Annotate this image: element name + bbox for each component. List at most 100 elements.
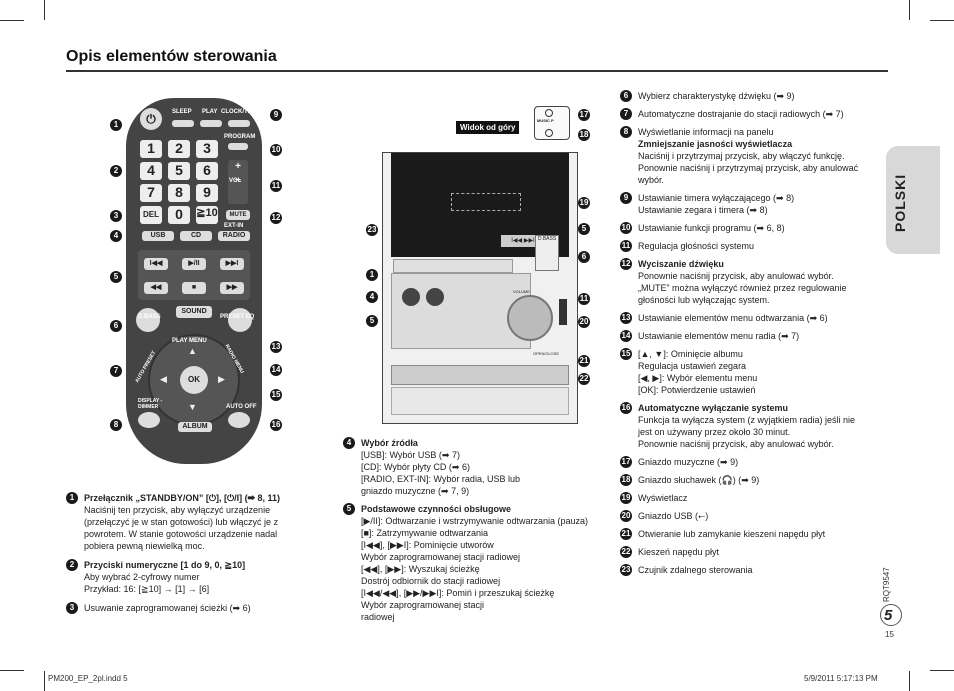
entry-line: Wyświetlanie informacji na panelu bbox=[638, 127, 774, 137]
page-title: Opis elementów sterowania bbox=[66, 48, 277, 65]
left-arrow-icon: ◀ bbox=[160, 374, 167, 384]
entry-line: [◀◀], [▶▶]: Wyszukaj ścieżkę bbox=[361, 564, 480, 574]
rewind-button: ◀◀ bbox=[144, 282, 168, 294]
entry-line: Ustawianie zegara i timera (➡ 8) bbox=[638, 205, 768, 215]
entry-number: 5 bbox=[343, 503, 355, 515]
entry-line: [◀, ▶]: Wybór elementu menu bbox=[638, 373, 758, 383]
key-10plus: ≧10 bbox=[196, 206, 218, 224]
entry-number: 17 bbox=[620, 456, 632, 468]
entry-number: 22 bbox=[620, 546, 632, 558]
nav-ring: OK ▲ ▼ ◀ ▶ bbox=[148, 334, 240, 426]
volume-knob bbox=[507, 295, 553, 341]
sleep-button bbox=[172, 120, 194, 127]
program-button bbox=[228, 143, 248, 150]
callout-10: 10 bbox=[270, 143, 282, 156]
entry-line: Przyciski numeryczne [1 do 9, 0, ≧10] bbox=[84, 560, 246, 570]
crop-mark bbox=[930, 20, 954, 21]
entry-number: 12 bbox=[620, 258, 632, 270]
page-number-small: 15 bbox=[885, 630, 894, 639]
entry-line: gniazdo muzyczne (➡ 7, 9) bbox=[361, 486, 470, 496]
entry-line: Kieszeń napędu płyt bbox=[638, 547, 720, 557]
crop-mark bbox=[930, 670, 954, 671]
key-7: 7 bbox=[140, 184, 162, 202]
entry-number: 6 bbox=[620, 90, 632, 102]
entry-line: jest on używany przez około 30 minut. bbox=[638, 427, 791, 437]
entry-line: Ustawianie timera wyłączającego (➡ 8) bbox=[638, 193, 795, 203]
footer-right: 5/9/2011 5:17:13 PM bbox=[804, 674, 878, 683]
vol-label: VOL bbox=[229, 178, 242, 184]
callout-15: 15 bbox=[270, 388, 282, 401]
del-key: DEL bbox=[140, 206, 162, 224]
callout-11: 11 bbox=[270, 179, 282, 192]
entry-number: 8 bbox=[620, 126, 632, 138]
key-8: 8 bbox=[168, 184, 190, 202]
callout-17: 17 bbox=[578, 108, 590, 121]
callout-11b: 11 bbox=[578, 292, 590, 305]
entry-line: Wybór źródła bbox=[361, 438, 418, 448]
entry-number: 16 bbox=[620, 402, 632, 414]
clock-timer-button bbox=[228, 120, 250, 127]
callout-14: 14 bbox=[270, 363, 282, 376]
auto-off-button bbox=[228, 412, 250, 428]
cd-button: CD bbox=[180, 231, 212, 241]
entry-line: Wyświetlacz bbox=[638, 493, 688, 503]
entry-line: Ponownie naciśnij przycisk, aby anulować… bbox=[638, 439, 834, 449]
entry-number: 21 bbox=[620, 528, 632, 540]
entry-line: Otwieranie lub zamykanie kieszeni napędu… bbox=[638, 529, 826, 539]
callout-5: 5 bbox=[110, 268, 122, 286]
key-3: 3 bbox=[196, 140, 218, 158]
page-number: 5 bbox=[884, 607, 893, 624]
unit-bottom bbox=[391, 387, 569, 415]
entry-line: Automatyczne dostrajanie do stacji radio… bbox=[638, 109, 844, 119]
entry-line: Przykład: 16: [≧10] → [1] → [6] bbox=[84, 584, 210, 594]
right-arrow-icon: ▶ bbox=[218, 374, 225, 384]
top-jack-panel: MUSIC P bbox=[534, 106, 570, 140]
crop-mark bbox=[0, 20, 24, 21]
callout-2: 2 bbox=[110, 162, 122, 180]
headphone-jack-icon bbox=[545, 129, 553, 137]
callout-9: 9 bbox=[270, 106, 282, 124]
entry-line: [▶/II]: Odtwarzanie i wstrzymywanie odtw… bbox=[361, 516, 589, 526]
transport-panel: I◀◀ ▶/II ▶▶I ◀◀ ■ ▶▶ bbox=[138, 250, 250, 300]
skip-buttons: I◀◀ ▶▶I bbox=[501, 235, 545, 247]
music-jack-icon bbox=[545, 109, 553, 117]
entry-line: Gniazdo USB (⭠) bbox=[638, 511, 709, 521]
key-6: 6 bbox=[196, 162, 218, 180]
entry-number: 13 bbox=[620, 312, 632, 324]
entry-number: 4 bbox=[343, 437, 355, 449]
forward-button: ▶▶ bbox=[220, 282, 244, 294]
unit-source-buttons bbox=[393, 259, 513, 273]
footer-left: PM200_EP_2pl.indd 5 bbox=[48, 674, 128, 683]
entry-line: Przełącznik „STANDBY/ON” [⏻], [⏻/I] (➡ 8… bbox=[84, 493, 281, 503]
callout-18: 18 bbox=[578, 128, 590, 141]
entry-number: 1 bbox=[66, 492, 78, 504]
play-button bbox=[200, 120, 222, 127]
entry-line: [I◀◀], [▶▶I]: Pominięcie utworów bbox=[361, 540, 494, 550]
callout-5b: 5 bbox=[578, 220, 590, 238]
entry-line: Dostrój odbiornik do stacji radiowej bbox=[361, 576, 501, 586]
entry-line: [CD]: Wybór płyty CD (➡ 6) bbox=[361, 462, 470, 472]
disc-tray bbox=[391, 365, 569, 385]
callout-5c: 5 bbox=[366, 312, 378, 330]
entry-line: Zmniejszanie jasności wyświetlacza bbox=[638, 139, 793, 149]
top-view-label: Widok od góry bbox=[456, 121, 520, 134]
callout-4: 4 bbox=[110, 227, 122, 245]
crop-mark bbox=[44, 671, 45, 691]
unit-dbass-button: D.BASS bbox=[535, 235, 559, 271]
entry-line: [OK]: Potwierdzenie ustawień bbox=[638, 385, 756, 395]
preset-eq-label: PRESET EQ bbox=[220, 314, 255, 320]
entry-line: Naciśnij i przytrzymaj przycisk, aby włą… bbox=[638, 151, 845, 161]
callout-13: 13 bbox=[270, 340, 282, 353]
entry-line: Ponownie naciśnij i przytrzymaj przycisk… bbox=[638, 163, 859, 173]
key-0: 0 bbox=[168, 206, 190, 224]
callout-1: 1 bbox=[110, 116, 122, 134]
entry-line: Automatyczne wyłączanie systemu bbox=[638, 403, 789, 413]
entry-line: Wybór zaprogramowanej stacji bbox=[361, 600, 484, 610]
unit-button-left bbox=[402, 288, 420, 306]
entry-number: 10 bbox=[620, 222, 632, 234]
up-arrow-icon: ▲ bbox=[188, 346, 197, 356]
callout-16: 16 bbox=[270, 418, 282, 431]
entry-line: [USB]: Wybór USB (➡ 7) bbox=[361, 450, 460, 460]
open-close-label: OPEN/CLOSE bbox=[533, 351, 560, 356]
radio-button: RADIO bbox=[218, 231, 250, 241]
